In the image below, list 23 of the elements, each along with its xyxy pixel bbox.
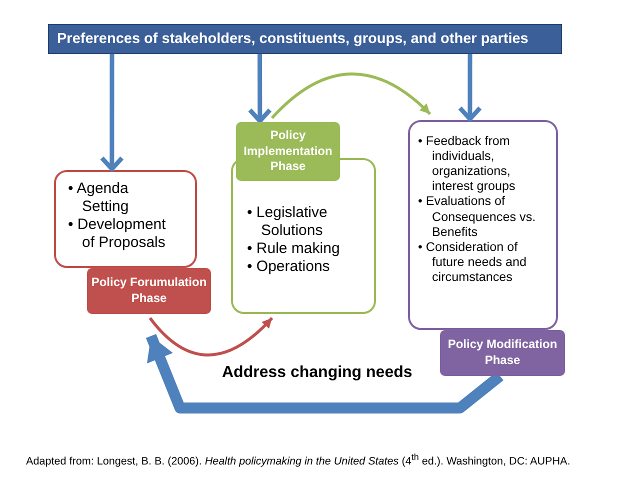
bullet-item: • Development of Proposals <box>68 216 167 252</box>
arrow <box>100 54 124 172</box>
phase-label-box: Policy Implementation Phase <box>236 122 340 181</box>
phase-card <box>408 120 558 330</box>
bullet-item: • Consideration of future needs and circumstances <box>418 240 528 286</box>
bullet-item: • Agenda Setting <box>68 180 130 216</box>
arrow <box>248 54 272 124</box>
bullet-item: • Legislative Solutions <box>247 204 328 240</box>
phase-card <box>231 158 376 314</box>
curved-arrow <box>148 316 274 356</box>
phase-label-box: Policy Forumulation Phase <box>87 268 211 314</box>
phase-card <box>54 170 197 268</box>
bullet-item: • Feedback from individuals, organizations, interest groups <box>418 134 516 194</box>
citation-caption: Adapted from: Longest, B. B. (2006). Health policymaking in the United States (4$^{th}$ ed.). Washington, DC: AUPHA. <box>26 452 570 468</box>
arrow <box>458 54 482 122</box>
bullet-item: • Evaluations of Consequences vs. Benefits <box>418 194 537 240</box>
header-banner: Preferences of stakeholders, constituents, groups, and other parties <box>48 24 562 54</box>
block-arrow <box>146 334 504 414</box>
curved-arrow <box>270 72 432 120</box>
bullet-item: • Rule making <box>247 240 341 258</box>
phase-label-box: Policy Modification Phase <box>440 330 565 376</box>
bullet-item: • Operations <box>247 258 331 276</box>
edge-label: Address changing needs <box>220 364 414 382</box>
